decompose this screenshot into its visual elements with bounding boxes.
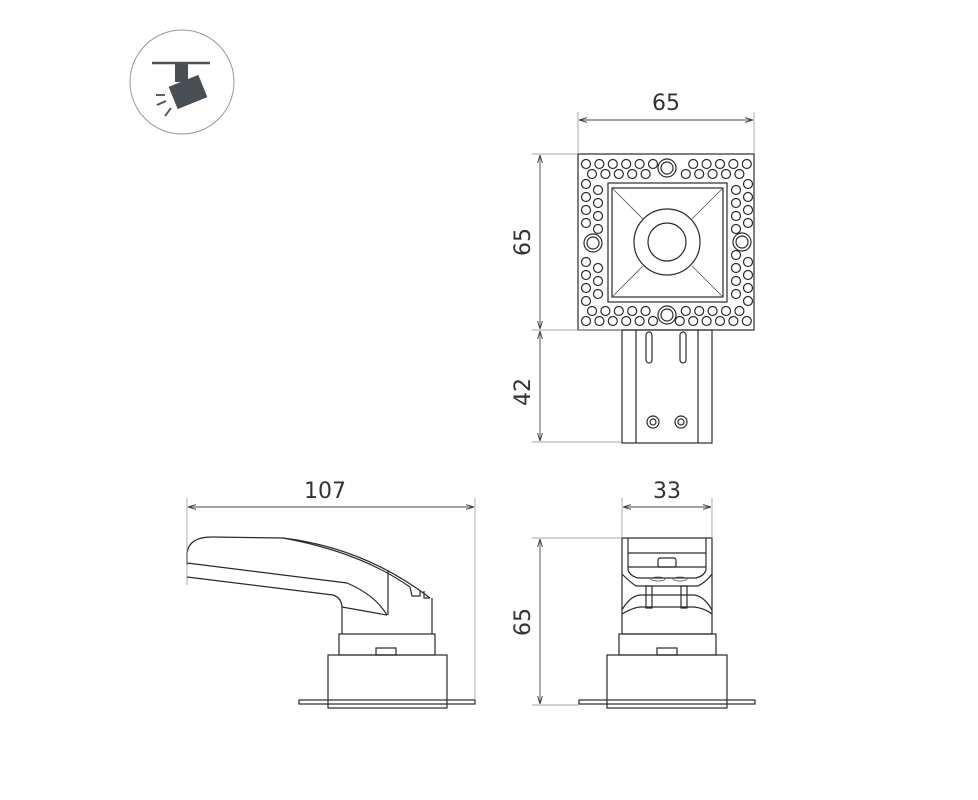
perforation-hole [594, 315, 605, 327]
perforation-hole [580, 204, 592, 216]
perforation-hole [720, 168, 732, 180]
perforation-hole [730, 223, 742, 235]
perforation-hole [741, 315, 752, 327]
perforation-hole [730, 197, 742, 209]
perforation-hole [627, 168, 638, 180]
perforation-hole [688, 315, 699, 327]
perforation-hole [592, 223, 604, 235]
perforation-hole [594, 158, 605, 170]
front-view [578, 537, 756, 709]
perforation-hole [730, 275, 742, 287]
perforation-hole [742, 217, 754, 229]
perforation-hole [714, 158, 726, 170]
perforation-hole [714, 315, 726, 327]
perforation-hole [730, 210, 742, 222]
perforation-hole [688, 158, 699, 170]
perforation-hole [730, 262, 742, 274]
perforation-holes [580, 158, 754, 327]
perforation-hole [694, 168, 705, 180]
perforation-hole [734, 168, 745, 180]
perforation-hole [592, 275, 604, 287]
perforation-hole [634, 158, 645, 170]
perforation-hole [742, 191, 754, 203]
perforation-hole [674, 315, 685, 327]
perforation-hole [640, 168, 651, 180]
perforation-hole [742, 269, 754, 281]
perforation-hole [647, 158, 659, 170]
perforation-hole [680, 305, 691, 317]
side-view [186, 536, 476, 709]
perforation-hole [580, 256, 592, 268]
perforation-hole [580, 295, 592, 307]
perforation-hole [680, 168, 691, 180]
dimension-label: 65 [511, 608, 536, 636]
dimension-label: 33 [653, 479, 681, 504]
top-view [577, 153, 755, 444]
perforation-hole [580, 315, 592, 327]
perforation-hole [613, 305, 624, 317]
perforation-hole [742, 204, 754, 216]
perforation-hole [580, 269, 592, 281]
perforation-hole [701, 158, 712, 170]
dimension-label: 65 [511, 228, 536, 256]
perforation-hole [580, 178, 592, 190]
perforation-hole [586, 305, 598, 317]
perforation-hole [607, 315, 618, 327]
perforation-hole [607, 158, 618, 170]
perforation-hole [580, 158, 592, 170]
perforation-hole [592, 197, 604, 209]
dimension-top-height: 65 42 [511, 153, 622, 443]
perforation-hole [580, 282, 592, 294]
perforation-hole [627, 305, 638, 317]
perforation-hole [728, 315, 739, 327]
perforation-hole [621, 158, 632, 170]
perforation-hole [600, 305, 611, 317]
dimension-label: 65 [652, 91, 680, 116]
perforation-hole [730, 184, 742, 196]
perforation-hole [707, 305, 718, 317]
perforation-hole [730, 288, 742, 300]
perforation-hole [592, 184, 604, 196]
perforation-hole [586, 168, 598, 180]
perforation-hole [647, 315, 659, 327]
perforation-hole [592, 262, 604, 274]
perforation-hole [742, 282, 754, 294]
perforation-hole [621, 315, 632, 327]
perforation-hole [742, 178, 754, 190]
track-spotlight-icon [129, 29, 235, 135]
perforation-hole [580, 217, 592, 229]
dimension-front-height: 65 [511, 537, 622, 706]
perforation-hole [634, 315, 645, 327]
perforation-hole [592, 288, 604, 300]
perforation-hole [742, 256, 754, 268]
perforation-hole [592, 210, 604, 222]
mounting-holes [583, 158, 752, 325]
perforation-hole [613, 168, 624, 180]
perforation-hole [734, 305, 745, 317]
perforation-hole [707, 168, 718, 180]
perforation-hole [728, 158, 739, 170]
dimension-label: 107 [304, 479, 346, 504]
dimension-label: 42 [511, 378, 536, 406]
perforation-hole [730, 249, 742, 261]
perforation-hole [640, 305, 651, 317]
dimension-side-length: 107 [186, 479, 476, 700]
perforation-hole [720, 305, 732, 317]
dimension-top-width: 65 [577, 91, 755, 154]
perforation-hole [694, 305, 705, 317]
dimension-front-width: 33 [621, 479, 713, 538]
perforation-hole [580, 191, 592, 203]
perforation-hole [701, 315, 712, 327]
perforation-hole [742, 295, 754, 307]
perforation-hole [600, 168, 611, 180]
perforation-hole [741, 158, 752, 170]
